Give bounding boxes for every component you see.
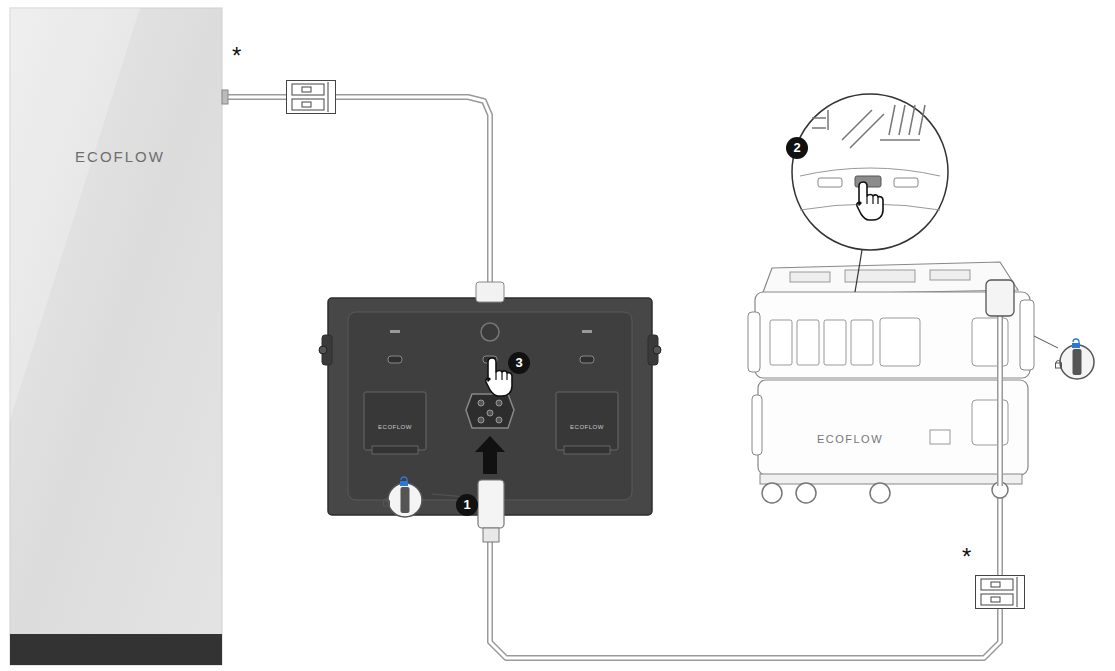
brand-text: ECOFLOW xyxy=(805,433,895,445)
home-panel: ECOFLOW xyxy=(10,8,222,634)
power-cable xyxy=(222,97,490,298)
callout-number: 3 xyxy=(508,352,530,374)
asterisk-note: * xyxy=(232,44,241,68)
brand-text: ECOFLOW xyxy=(364,424,426,430)
brand-text: ECOFLOW xyxy=(556,424,618,430)
connection-box: ECOFLOW ECOFLOW xyxy=(328,298,652,515)
callout-number: 1 xyxy=(456,494,478,516)
power-station: ECOFLOW xyxy=(750,262,1035,486)
asterisk-note: * xyxy=(962,545,971,569)
power-cable-core xyxy=(222,97,490,298)
brand-text: ECOFLOW xyxy=(60,148,180,165)
cable-group xyxy=(222,97,490,298)
callout-number: 2 xyxy=(786,137,808,159)
